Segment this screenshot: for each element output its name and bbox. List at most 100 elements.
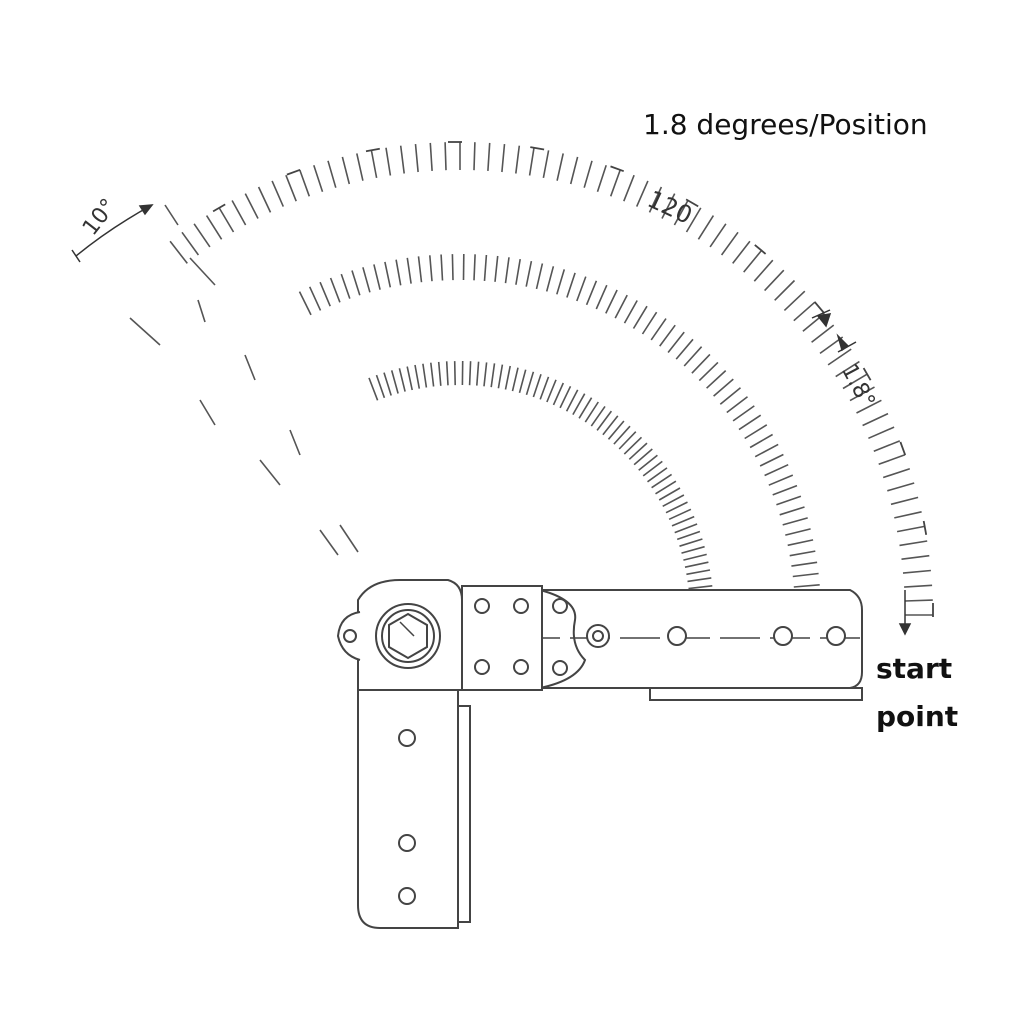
scale-major-cap — [610, 165, 625, 173]
scale-tick — [894, 511, 922, 519]
scale-major-cap — [813, 301, 825, 314]
scale-tick — [556, 153, 564, 181]
scale-tick — [614, 294, 628, 319]
scale-tick — [602, 415, 619, 436]
scale-tick — [422, 363, 428, 388]
scale-tick — [862, 412, 889, 427]
scale-tick — [904, 599, 933, 602]
scale-tick — [647, 467, 668, 483]
scale-tick — [749, 433, 774, 449]
scale-tick — [738, 414, 762, 431]
scale-tick — [628, 442, 648, 460]
guide-dash — [129, 317, 161, 346]
scale-major-cap — [530, 146, 545, 151]
scale-tick — [473, 254, 476, 281]
scale-tick — [651, 473, 673, 489]
scale-tick — [681, 545, 705, 554]
scale-tick — [827, 348, 852, 366]
scale-tick — [793, 584, 820, 588]
scale-tick — [468, 361, 472, 386]
scale-tick — [532, 374, 542, 398]
scale-tick — [511, 367, 519, 392]
scale-tick — [181, 231, 200, 256]
scale-tick — [542, 150, 550, 179]
scale-tick — [490, 363, 496, 388]
scale-tick — [743, 249, 763, 273]
guide-dash — [259, 459, 281, 486]
scale-tick — [501, 144, 506, 173]
scale-tick — [368, 377, 379, 401]
scale-tick — [618, 431, 637, 450]
scale-tick — [487, 142, 491, 171]
scale-tick — [902, 569, 931, 574]
scale-tick — [720, 231, 739, 256]
scale-tick — [887, 482, 915, 492]
scale-tick — [525, 371, 535, 396]
scale-tick — [868, 426, 895, 440]
scale-tick — [362, 267, 371, 293]
scale-tick — [375, 374, 386, 399]
scale-tick — [650, 318, 667, 341]
scale-tick — [473, 142, 476, 171]
scale-tick — [429, 142, 433, 171]
scale-tick — [674, 523, 698, 534]
scale-tick — [793, 301, 816, 322]
scale-tick — [642, 460, 663, 477]
scale-tick — [782, 517, 808, 526]
scale-tick — [687, 577, 712, 583]
scale-tick — [569, 156, 579, 185]
scale-tick — [583, 160, 593, 188]
guide-dash — [164, 204, 179, 226]
scale-tick — [772, 484, 798, 496]
scale-tick — [697, 215, 715, 240]
scale-tick — [585, 280, 598, 306]
horizontal-arm — [529, 589, 863, 689]
scale-tick — [483, 254, 488, 281]
scale-tick — [552, 382, 565, 406]
scale-tick — [835, 360, 860, 378]
scale-tick — [605, 289, 618, 314]
scale-tick — [518, 369, 527, 394]
diagram-caption: 1.8 degrees/Position — [643, 108, 928, 141]
scale-tick — [632, 305, 648, 329]
scale-tick — [414, 144, 419, 173]
scale-tick — [785, 528, 811, 536]
scale-tick — [768, 474, 794, 486]
scale-tick — [515, 145, 521, 174]
scale-tick — [539, 376, 550, 400]
scale-tick — [683, 346, 703, 367]
vertical-leg — [357, 659, 459, 929]
scale-tick — [430, 362, 435, 387]
scale-tick — [445, 361, 449, 386]
scale-tick — [525, 260, 533, 287]
center-plate-hole — [474, 659, 490, 675]
horizontal-arm-flange — [649, 687, 863, 701]
scale-tick — [878, 454, 906, 466]
scale-tick — [873, 440, 901, 452]
degree-scale — [169, 141, 934, 617]
scale-tick — [285, 174, 297, 202]
vertical-leg-flange — [457, 705, 471, 923]
scale-tick — [444, 142, 447, 171]
vertical-leg-hole — [398, 887, 416, 905]
scale-tick — [271, 180, 285, 207]
scale-major-cap — [685, 198, 699, 208]
scale-tick — [578, 397, 593, 419]
scale-tick — [515, 258, 521, 285]
arm-plate-hole — [552, 598, 568, 614]
scale-tick — [789, 550, 816, 557]
scale-tick — [205, 215, 223, 240]
scale-tick — [476, 361, 480, 386]
scale-tick — [791, 561, 818, 567]
scale-tick — [483, 362, 488, 387]
guide-dash — [319, 529, 339, 556]
scale-tick — [341, 156, 351, 185]
scale-tick — [896, 525, 925, 533]
scale-tick — [684, 561, 709, 568]
scale-tick — [385, 147, 392, 176]
scale-tick — [779, 506, 805, 516]
scale-tick — [414, 364, 421, 389]
scale-tick — [319, 281, 331, 307]
scale-tick — [494, 255, 499, 282]
